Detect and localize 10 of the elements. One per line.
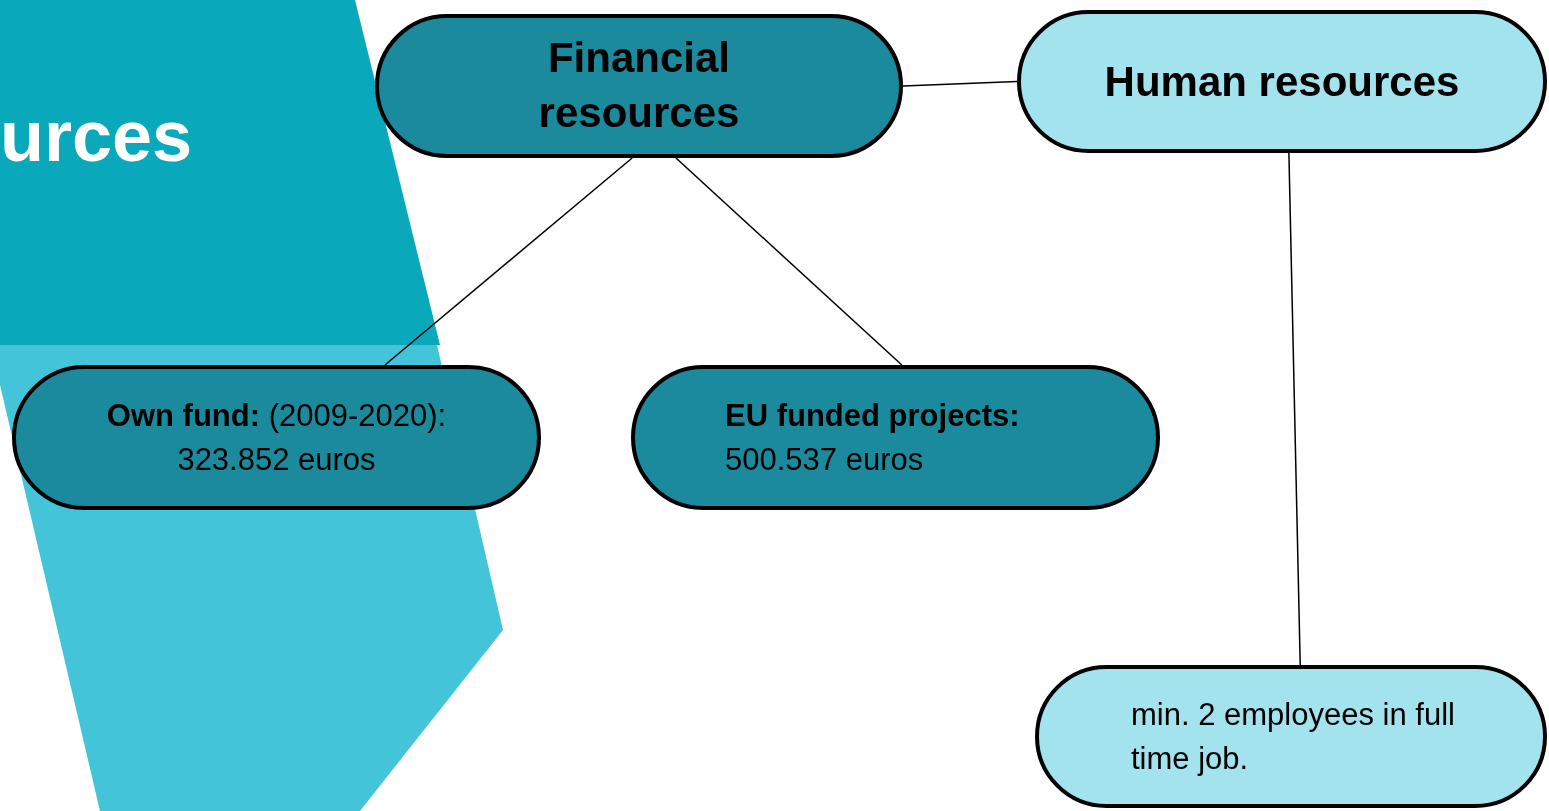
node-label: EU funded projects: 500.537 euros: [724, 397, 1021, 479]
node-label: Human resources: [1103, 57, 1461, 107]
node-label: Financial resources: [537, 33, 741, 138]
connector-line: [1288, 152, 1301, 666]
title: urces: [0, 100, 193, 172]
node-label: min. 2 employees in full time job.: [1130, 696, 1456, 778]
connector-line: [675, 157, 903, 366]
connector-line: [384, 157, 633, 366]
node-label: Own fund: (2009-2020): 323.852 euros: [105, 397, 448, 479]
connector-line: [902, 80, 1018, 87]
